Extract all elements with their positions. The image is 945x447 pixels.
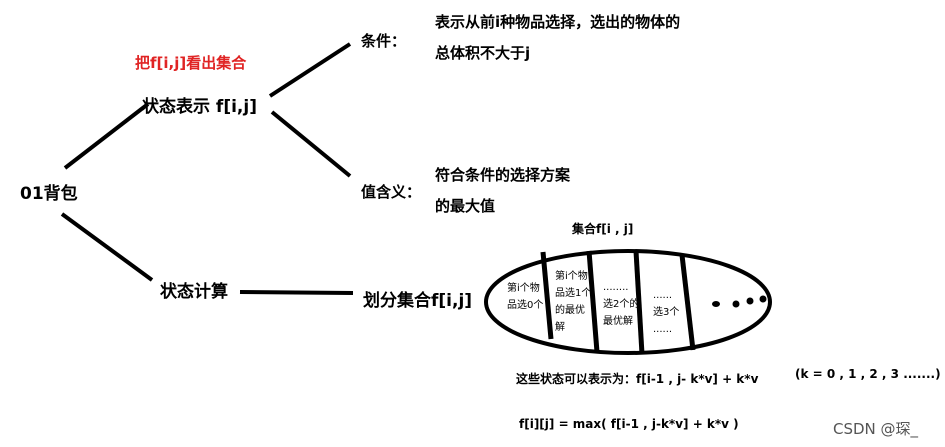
watermark: CSDN @琛_: [833, 420, 919, 438]
partition-node: 划分集合f[i,j]: [363, 291, 473, 311]
set-cell-2-line-1: ........: [603, 282, 629, 293]
state-repr-node: 状态表示 f[i,j]: [142, 97, 257, 117]
set-divider-1: [540, 251, 554, 340]
view-as-set-note: 把f[i,j]看出集合: [135, 54, 247, 72]
state-calc-node: 状态计算: [160, 282, 228, 302]
set-cell-1-line-3: 的最优: [555, 305, 585, 316]
calc-to-partition-line: [239, 290, 354, 295]
root-to-state-repr-line: [63, 102, 150, 170]
set-cell-1-line-4: 解: [555, 322, 565, 333]
set-cell-3: ...... 选3个 ......: [653, 287, 679, 338]
set-cell-3-line-2: 选3个: [653, 307, 680, 318]
set-dot-3: [746, 297, 754, 305]
set-dot-4: [759, 295, 767, 303]
set-cell-2-line-3: 最优解: [603, 316, 633, 327]
k-range-note: (k = 0 , 1 , 2 , 3 .......): [795, 367, 941, 381]
value-text-line-2: 的最大值: [435, 197, 496, 215]
condition-text-line-2: 总体积不大于j: [435, 44, 531, 62]
set-cell-3-line-1: ......: [653, 290, 673, 301]
set-cell-2: ........ 选2个的 最优解: [603, 279, 639, 330]
value-text-line-1: 符合条件的选择方案: [435, 166, 571, 184]
set-cell-1-line-1: 第i个物: [555, 271, 588, 282]
set-cell-3-line-3: ......: [653, 324, 673, 335]
set-cell-2-line-2: 选2个的: [603, 299, 640, 310]
set-divider-3: [633, 250, 645, 355]
set-ellipse: [484, 249, 772, 355]
set-cell-0: 第i个物 品选0个: [507, 280, 543, 314]
condition-text-line-1: 表示从前i种物品选择，选出的物体的: [435, 13, 681, 31]
set-cell-0-line-1: 第i个物: [507, 283, 540, 294]
value-label: 值含义：: [361, 183, 422, 201]
root-to-state-calc-line: [60, 212, 154, 282]
repr-to-condition-line: [268, 42, 352, 98]
state-representation-note: 这些状态可以表示为：f[i-1 , j- k*v] + k*v: [516, 372, 759, 386]
set-dot-1: [712, 301, 720, 307]
set-cell-1-line-2: 品选1个: [555, 288, 592, 299]
root-node: 01背包: [20, 184, 78, 204]
set-dot-2: [732, 300, 740, 308]
set-divider-4: [679, 254, 696, 351]
max-formula: f[i][j] = max( f[i-1 , j-k*v] + k*v ): [519, 417, 739, 431]
set-cell-0-line-2: 品选0个: [507, 300, 544, 311]
set-title: 集合f[i , j]: [572, 222, 634, 236]
set-divider-2: [586, 250, 600, 353]
condition-label: 条件：: [361, 32, 407, 50]
repr-to-value-line: [270, 110, 352, 178]
set-cell-1: 第i个物 品选1个 的最优 解: [555, 268, 591, 336]
